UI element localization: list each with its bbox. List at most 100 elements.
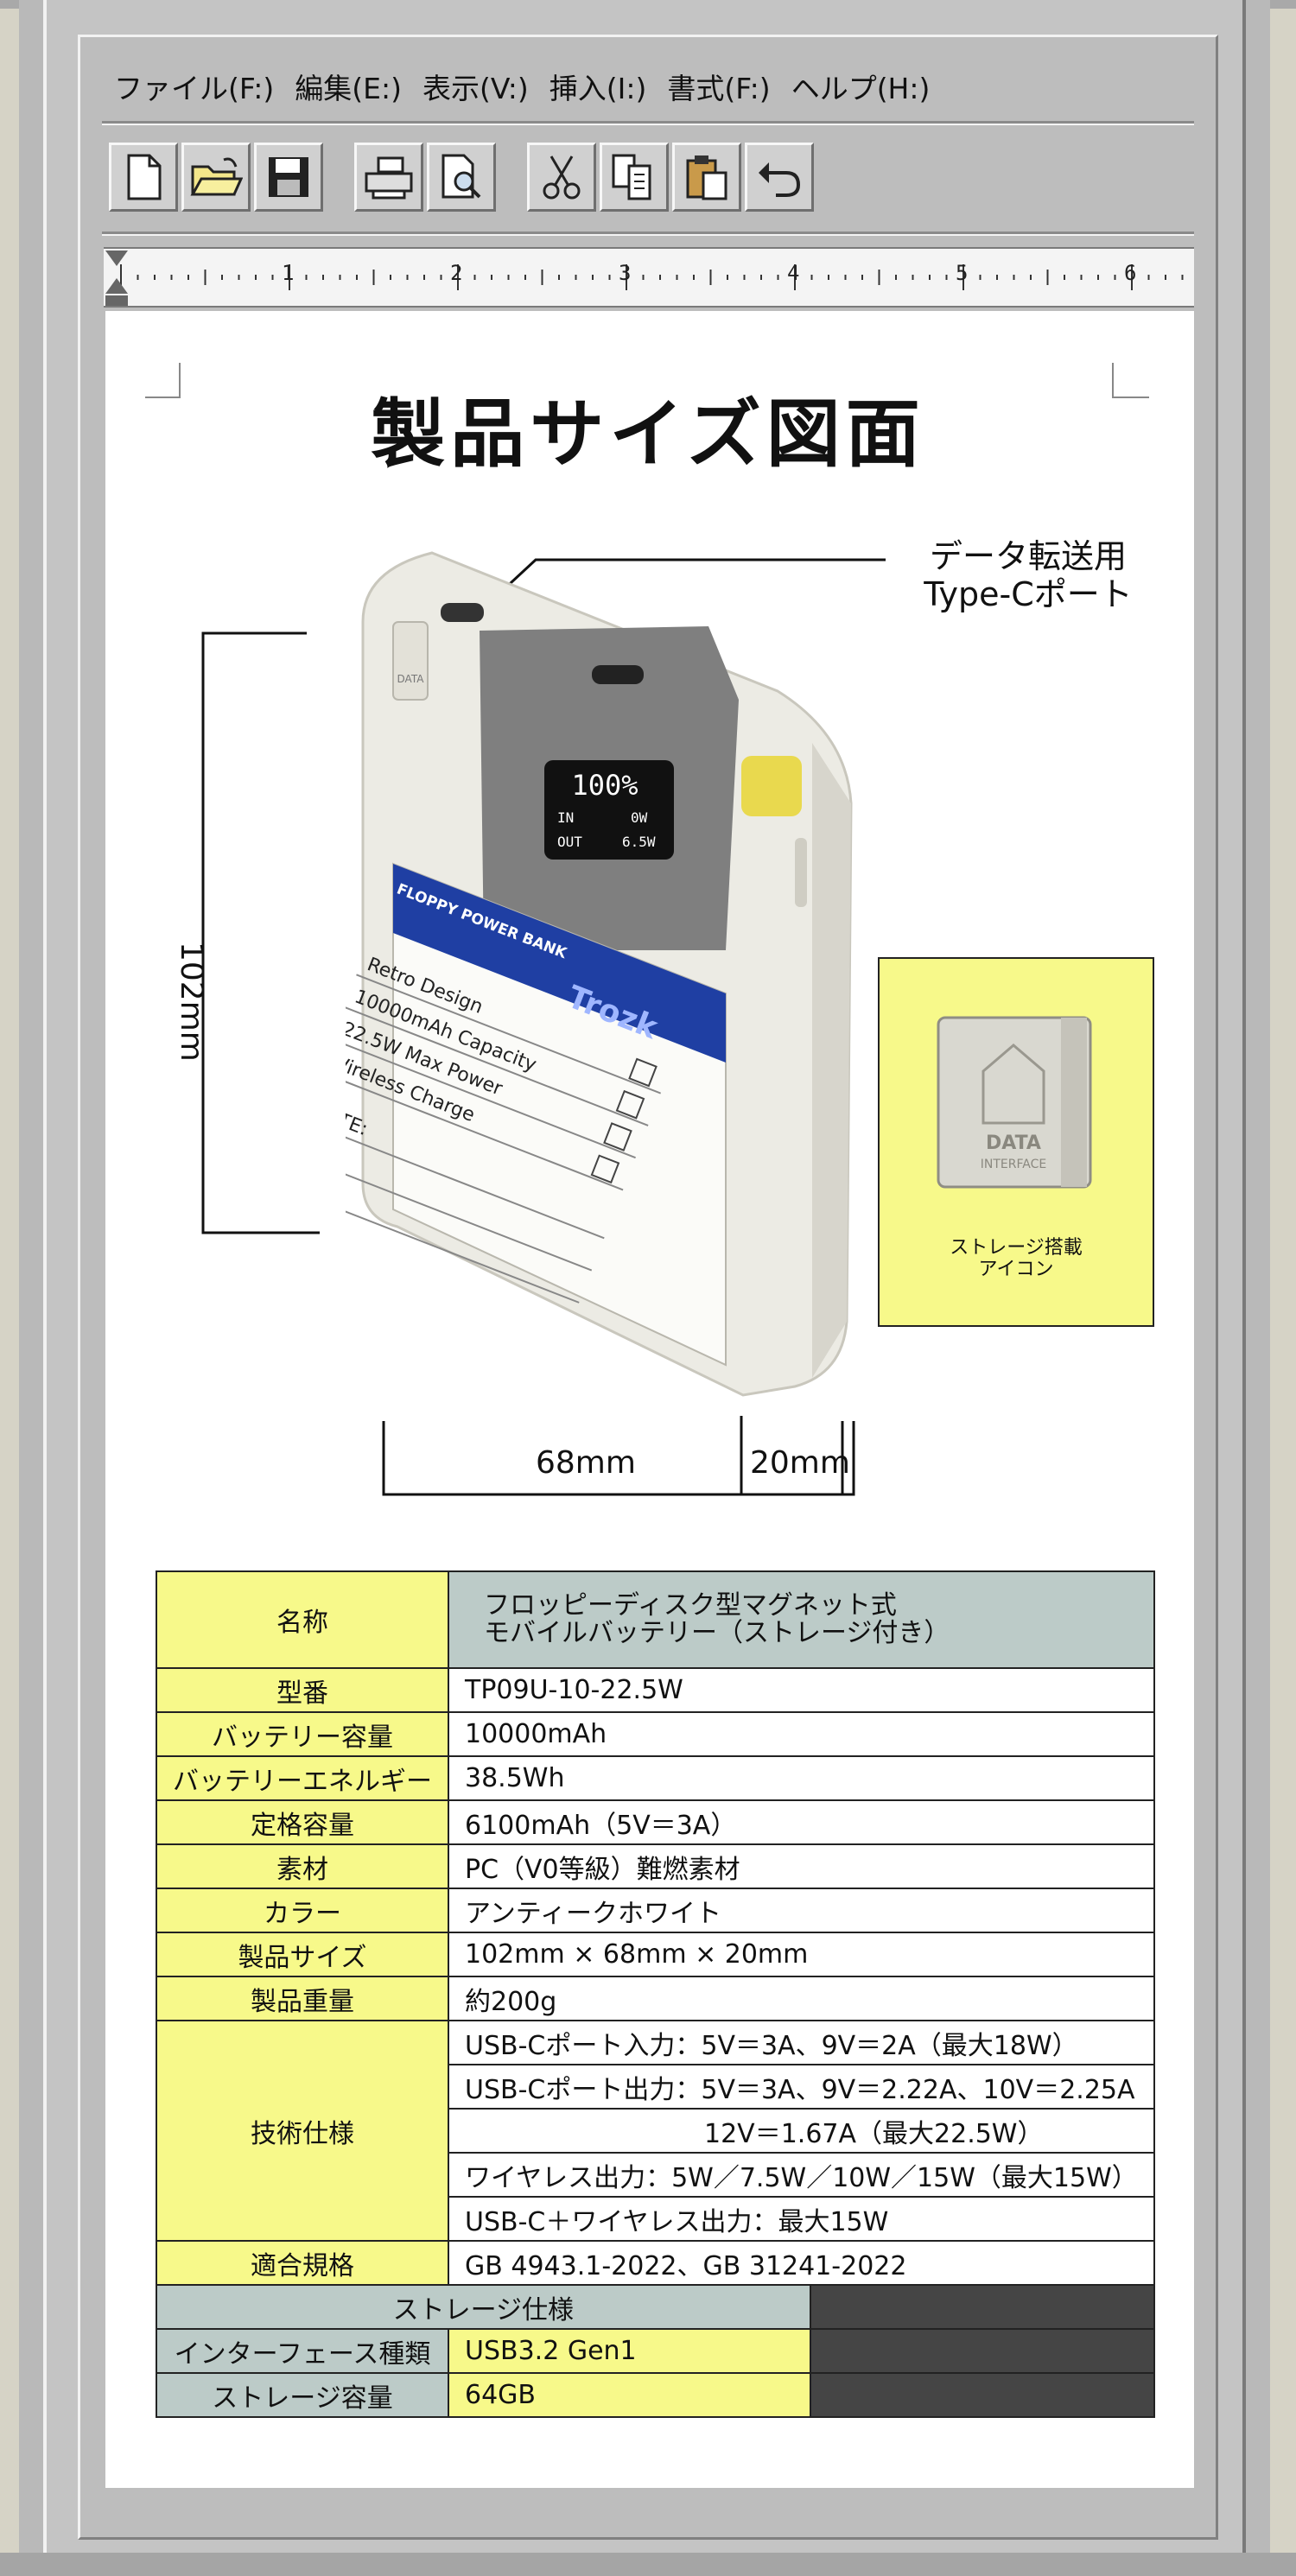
spec-key: 製品重量 [156,1976,449,2021]
spec-key: バッテリー容量 [156,1711,449,1757]
spec-key: 型番 [156,1667,449,1713]
cut-scissors-icon [543,155,581,200]
usb-port-callout: データ転送用 Type-Cポート [890,537,1166,613]
cut-button[interactable] [527,143,596,212]
spec-value: GB 4943.1-2022、GB 31241-2022 [448,2240,1155,2286]
height-label: 102mm [174,942,209,1062]
table-row: カラーアンティークホワイト [156,1888,1155,1933]
table-row: ストレージ容量 64GB [156,2372,1155,2418]
product-name-line-1: フロッピーディスク型マグネット式 [484,1590,897,1621]
device-side [812,743,851,1378]
table-row: 技術仕様 USB-Cポート入力：5V＝3A、9V＝2A（最大18W） [156,2020,1155,2242]
spec-value: フロッピーディスク型マグネット式 モバイルバッテリー（ストレージ付き） [448,1570,1155,1669]
data-tag-text: DATA [397,673,425,685]
spec-value: 38.5Wh [448,1755,1155,1801]
toolbar [109,143,1198,215]
lcd-in-label: IN [557,809,574,826]
lcd-out-label: OUT [557,834,582,850]
spec-table: 名称 フロッピーディスク型マグネット式 モバイルバッテリー（ストレージ付き） 型… [156,1570,1155,2418]
shutter-usb-port [592,665,644,684]
width-depth-dimension-lines [382,1416,855,1496]
menu-edit[interactable]: 編集(E:) [295,72,403,105]
spec-key: 製品サイズ [156,1932,449,1977]
table-row: ワイヤレス出力：5W／7.5W／10W／15W（最大15W） [156,2152,1155,2198]
width-label: 68mm [536,1445,636,1481]
table-row: 製品重量約200g [156,1976,1155,2021]
spec-value: 64GB [448,2372,811,2418]
menu-insert[interactable]: 挿入(I:) [549,72,647,105]
ruler-number: 1 [282,261,295,285]
inset-caption-line-1: ストレージ搭載 [950,1237,1083,1259]
usb-c-port [441,603,484,622]
dark-cell [809,2328,1155,2374]
copy-icon [612,154,651,200]
menu-help[interactable]: ヘルプ(H:) [791,72,931,105]
save-button[interactable] [254,143,323,212]
copy-button[interactable] [600,143,669,212]
spec-key: バッテリーエネルギー [156,1755,449,1801]
storage-header: ストレージ仕様 [156,2284,811,2330]
spec-value: USB-C＋ワイヤレス出力：最大15W [448,2196,1155,2242]
open-folder-icon [190,157,243,196]
dark-cell [809,2372,1155,2418]
label-lines [346,974,662,1304]
spec-key: ストレージ容量 [156,2372,449,2418]
print-preview-button[interactable] [427,143,496,212]
label-blue-band [393,864,726,1063]
lcd-in-value: 0W [631,809,648,826]
toolbar-separator [102,232,1194,236]
spec-value: 10000mAh [448,1711,1155,1757]
lcd-out-value: 6.5W [622,834,656,850]
table-row: USB-Cポート出力：5V＝3A、9V＝2.22A、10V＝2.25A [156,2064,1155,2110]
spec-value: USB-Cポート出力：5V＝3A、9V＝2.22A、10V＝2.25A [448,2064,1155,2110]
spec-value: USB3.2 Gen1 [448,2328,811,2374]
window-bottom-edge [0,2553,1296,2576]
height-dimension-line [201,631,320,1234]
spec-value: 6100mAh（5V＝3A） [448,1799,1155,1845]
inset-caption: ストレージ搭載 アイコン [880,1237,1153,1280]
spec-key: インターフェース種類 [156,2328,449,2374]
table-row: インターフェース種類 USB3.2 Gen1 [156,2328,1155,2374]
print-button[interactable] [354,143,423,212]
table-row: USB-C＋ワイヤレス出力：最大15W [156,2196,1155,2242]
paste-button[interactable] [672,143,741,212]
callout-line-2: Type-Cポート [924,575,1133,613]
menu-file[interactable]: ファイル(F:) [114,72,275,105]
data-slot [392,621,429,701]
indent-marker-icon[interactable] [104,249,130,309]
undo-icon [759,162,801,197]
spec-value: ワイヤレス出力：5W／7.5W／10W／15W（最大15W） [448,2152,1155,2198]
undo-button[interactable] [745,143,814,212]
new-document-button[interactable] [109,143,178,212]
open-button[interactable] [181,143,251,212]
menu-format[interactable]: 書式(F:) [667,72,771,105]
print-preview-icon [442,154,481,199]
ruler-number: 3 [619,261,632,285]
menu-view[interactable]: 表示(V:) [422,72,529,105]
menu-bar: ファイル(F:) 編集(E:) 表示(V:) 挿入(I:) 書式(F:) ヘルプ… [95,52,1192,121]
save-floppy-icon [269,157,308,197]
checkboxes [590,1057,658,1184]
product-name-line-2: モバイルバッテリー（ストレージ付き） [484,1618,950,1648]
depth-label: 20mm [750,1445,850,1481]
inset-tag-line-1: DATA [986,1133,1041,1154]
new-document-icon [127,154,162,200]
paste-icon [686,155,727,200]
storage-icon-inset: DATA INTERFACE ストレージ搭載 アイコン [878,957,1154,1327]
table-row: 12V＝1.67A（最大22.5W） [156,2108,1155,2154]
spec-key: 定格容量 [156,1799,449,1845]
spec-value: 12V＝1.67A（最大22.5W） [448,2108,1155,2154]
ruler-number: 2 [450,261,463,285]
spec-key: カラー [156,1888,449,1933]
menu-separator [102,121,1194,125]
spec-value: アンティークホワイト [448,1888,1155,1933]
spec-value: PC（V0等級）難燃素材 [448,1843,1155,1889]
dark-cell [809,2284,1155,2330]
